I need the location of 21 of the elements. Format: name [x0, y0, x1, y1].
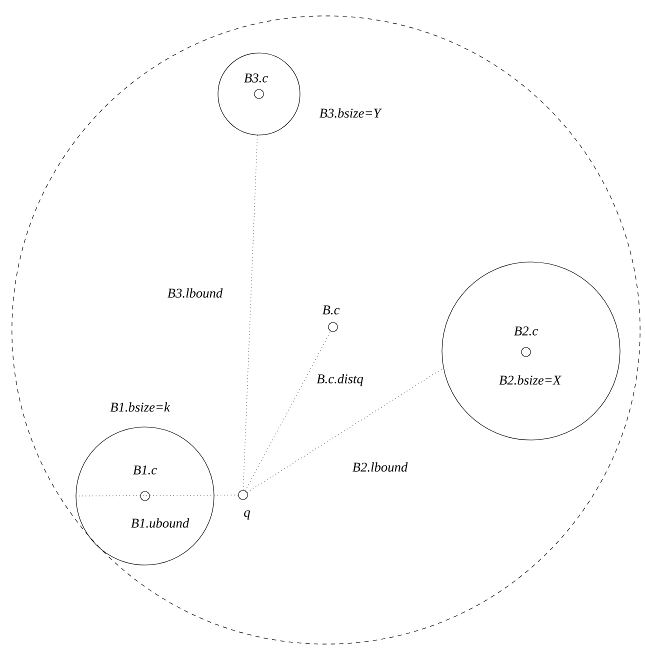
- distance-line: [245, 331, 331, 491]
- node-label: B2.c: [514, 326, 538, 336]
- center-point: B2.c: [514, 326, 538, 357]
- center-point: B.c: [322, 306, 340, 332]
- center-point: q: [238, 490, 250, 520]
- edge-label: B2.lbound: [350, 460, 410, 474]
- edge-label: B3.lbound: [166, 286, 224, 300]
- node-label: B3.c: [244, 73, 268, 83]
- edge-label: B1.ubound: [129, 516, 191, 530]
- edge-label: B.c.distq: [315, 372, 365, 388]
- center-point: B1.c: [133, 466, 157, 501]
- center-point: B3.c: [244, 73, 268, 99]
- distance-line: [246, 368, 444, 493]
- node-label: q: [244, 510, 250, 520]
- size-label: B1.bsize=k: [110, 402, 170, 412]
- size-label: B2.bsize=X: [499, 375, 562, 385]
- node-label: B1.c: [133, 466, 157, 475]
- node-label: B.c: [322, 306, 340, 314]
- distance-line: [75, 494, 238, 496]
- size-label: B3.bsize=Y: [319, 108, 382, 118]
- distance-line: [242, 134, 258, 490]
